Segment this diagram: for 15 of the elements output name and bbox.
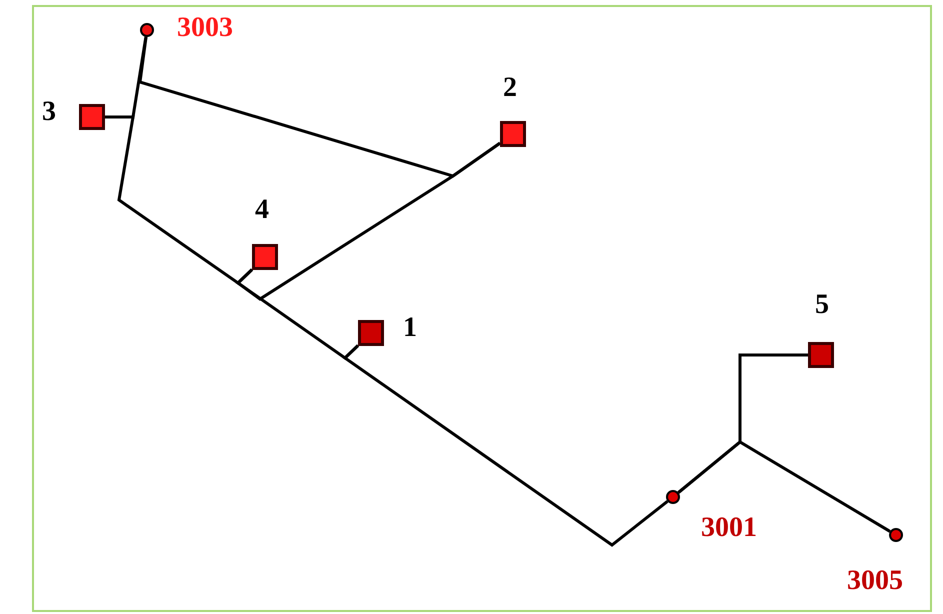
- node-number: 3003: [177, 14, 233, 42]
- node-number: 3: [42, 98, 56, 126]
- node-number: 2: [503, 74, 517, 102]
- node-square: [79, 104, 105, 130]
- node-square: [358, 320, 384, 346]
- node-number: 3005: [847, 567, 903, 595]
- node-square: [500, 121, 526, 147]
- node-number: 1: [403, 314, 417, 342]
- node-square: [808, 342, 834, 368]
- node-number: 5: [815, 291, 829, 319]
- pipe-line: [342, 344, 668, 547]
- node-number: 4: [255, 196, 269, 224]
- node-square: [252, 244, 278, 270]
- node-number: 3001: [701, 514, 757, 542]
- pipe-line: [677, 440, 891, 533]
